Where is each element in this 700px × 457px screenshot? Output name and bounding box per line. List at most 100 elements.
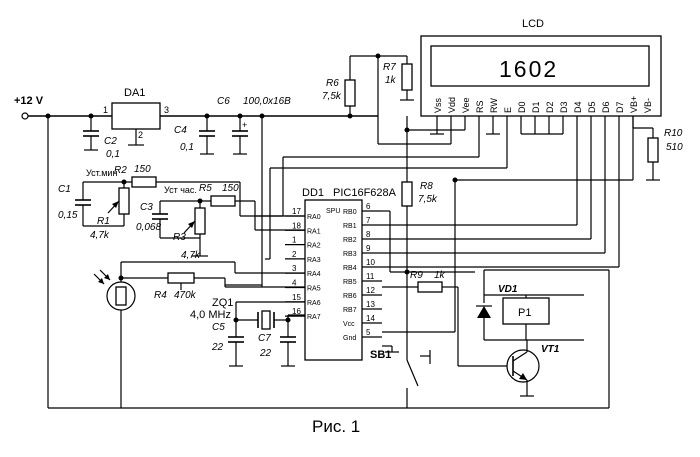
regulator-ref: DA1	[124, 87, 145, 99]
resistor-r8: R8 7,5k	[401, 130, 438, 360]
c5-ref: C5	[212, 322, 225, 333]
mcu-pin-number: 9	[366, 244, 371, 253]
r3-value: 4,7k	[181, 250, 201, 261]
mcu-ref: DD1	[302, 187, 324, 199]
r9-ref: R9	[410, 270, 423, 281]
lcd-screen	[430, 45, 650, 87]
vt1-ref: VT1	[541, 344, 560, 355]
ust-chas-label: Уст час.	[164, 185, 197, 195]
resistor-r7: R7 1k	[375, 53, 414, 101]
c1-ref: C1	[58, 184, 71, 195]
c4-ref: C4	[174, 125, 187, 136]
lcd-pin-label: D0	[517, 101, 527, 113]
lcd-pin-label: RS	[475, 100, 485, 113]
lcd-pin-label: Vee	[461, 97, 471, 113]
mcu-pin-name: RA5	[307, 286, 321, 293]
lcd-pin-label: RW	[489, 98, 499, 113]
r5-value: 150	[222, 183, 239, 194]
mcu-pin-number: 6	[366, 202, 371, 211]
mcu-pin-name: Vcc	[343, 321, 355, 328]
r10-value: 510	[666, 142, 683, 153]
lcd-pin-label: D3	[559, 101, 569, 113]
lcd-pin-label: VB-	[643, 98, 653, 113]
r2-ref: R2	[114, 165, 127, 176]
lcd-pin-label: Vss	[433, 97, 443, 113]
r5-ref: R5	[199, 183, 212, 194]
r1-value: 4,7k	[90, 230, 110, 241]
mcu-pin-number: 13	[366, 300, 375, 309]
c3-ref: C3	[140, 202, 153, 213]
r6-ref: R6	[326, 78, 339, 89]
mcu-pin-name: RB2	[343, 237, 357, 244]
mcu-pin-number: 2	[292, 250, 297, 259]
c6-value: 100,0x16B	[243, 96, 291, 107]
mcu-pin-name: RB1	[343, 223, 357, 230]
r9-value: 1k	[434, 270, 446, 281]
mcu-pin-number: 4	[292, 279, 297, 288]
mcu-pin-name: RB7	[343, 307, 357, 314]
mcu-pin-name: RA6	[307, 300, 321, 307]
mcu-pin-number: 3	[292, 264, 297, 273]
c4-value: 0,1	[180, 142, 194, 153]
capacitor-c4: C4 0,1	[174, 116, 215, 155]
mcu-pin-number: 18	[292, 221, 301, 230]
regulator-body	[111, 102, 161, 130]
mcu-pin-name: RB5	[343, 279, 357, 286]
rc-hour-setting: Уст час. R5 150 C3 0,068 R3 4,7k	[136, 183, 305, 261]
mcu-pin-number: 15	[292, 293, 301, 302]
c2-value: 0,1	[106, 149, 120, 160]
sb1-ref: SB1	[370, 349, 391, 361]
light-sensor: R4 470k	[93, 261, 305, 408]
mcu-pin-name: RB0	[343, 209, 357, 216]
mcu-pin-number: 7	[366, 216, 371, 225]
mcu-dd1: DD1 PIC16F628A SPU 17RA018RA11RA22RA33RA…	[285, 187, 397, 361]
supply-terminal	[21, 112, 29, 120]
lcd-display-text: 1602	[499, 56, 558, 82]
mcu-pin-number: 5	[366, 328, 371, 337]
capacitor-c2: C2 0,1	[83, 116, 120, 160]
rc-minute-setting: Уст.мин R2 150 C1 0,15 R1 4,7k	[58, 164, 305, 241]
mcu-pin-name: RA1	[307, 228, 321, 235]
mcu-pin-number: 11	[366, 272, 375, 281]
mcu-pin-name: RB6	[343, 293, 357, 300]
r7-value: 1k	[385, 75, 397, 86]
mcu-pin-name: Gnd	[343, 335, 356, 342]
mcu-pin-name: RA2	[307, 243, 321, 250]
r2-value: 150	[134, 164, 151, 175]
mcu-pin-number: 1	[292, 236, 297, 245]
lcd-pin-label: VB+	[629, 96, 639, 113]
mcu-body	[304, 199, 363, 361]
mcu-pin-name: RB4	[343, 265, 357, 272]
capacitor-c6: + C6 100,0x16B	[217, 96, 291, 155]
mcu-pin-number: 17	[292, 207, 301, 216]
r10-ref: R10	[664, 128, 683, 139]
r7-ref: R7	[383, 62, 396, 73]
c2-ref: C2	[104, 136, 117, 147]
c5-value: 22	[211, 342, 224, 353]
r8-value: 7,5k	[418, 194, 438, 205]
mcu-pin-number: 8	[366, 230, 371, 239]
r8-ref: R8	[420, 181, 433, 192]
resistor-r6: R6 7,5k	[322, 55, 378, 116]
lcd-pin-label: D5	[587, 101, 597, 113]
regulator-da1: DA1 1 3 2	[103, 87, 169, 146]
c3-value: 0,068	[136, 222, 161, 233]
mcu-pin-name: RB3	[343, 251, 357, 258]
transistor-vt1: VT1	[506, 340, 560, 397]
mcu-pin-name: RA0	[307, 214, 321, 221]
relay-p1: P1	[502, 295, 550, 340]
r6-value: 7,5k	[322, 91, 342, 102]
c7-ref: C7	[258, 333, 271, 344]
lcd-pin-label: Vdd	[447, 97, 457, 113]
p1-ref: P1	[518, 307, 531, 319]
mcu-part: PIC16F628A	[333, 187, 397, 199]
lcd-pin-label: D2	[545, 101, 555, 113]
mcu-pin-number: 16	[292, 307, 301, 316]
lcd-pin-label: E	[503, 107, 513, 113]
regulator-pin-in: 1	[103, 105, 108, 115]
resistor-r9: R9 1k	[382, 270, 510, 367]
lcd-pin-label: D7	[615, 101, 625, 113]
vd1-ref: VD1	[498, 284, 518, 295]
